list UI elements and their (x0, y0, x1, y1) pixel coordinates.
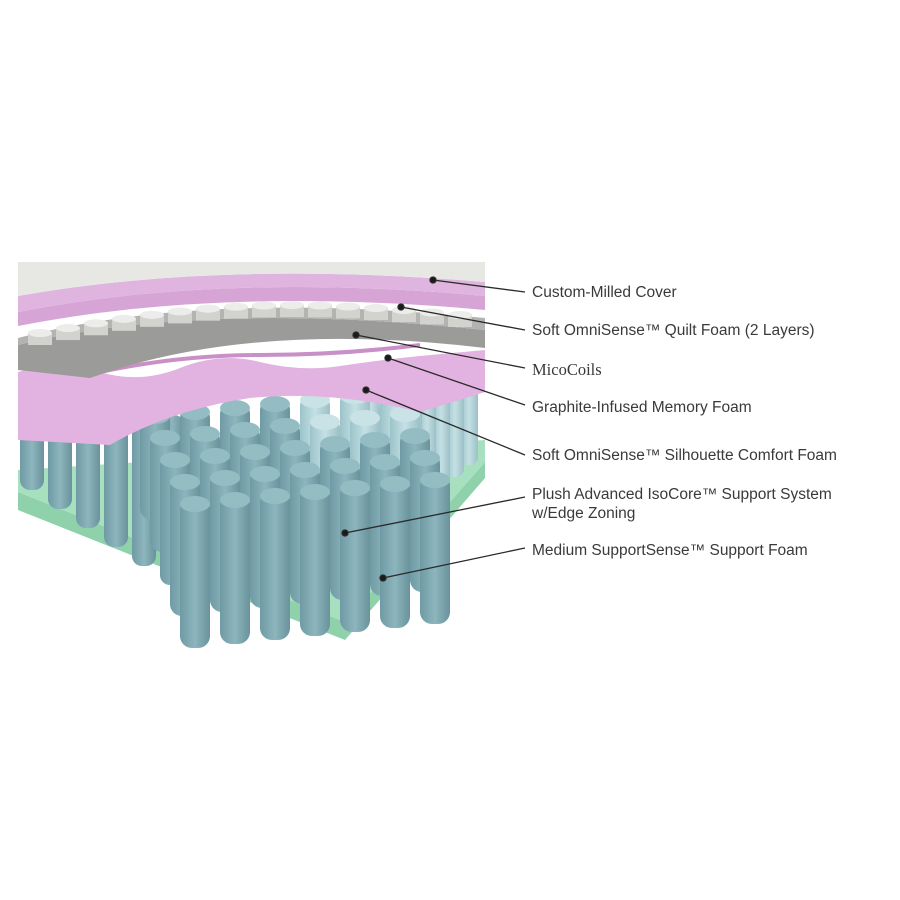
support-coil-top (190, 426, 220, 442)
support-coil (340, 482, 370, 632)
support-coil-top (280, 440, 310, 456)
comfort-foam-layer (18, 350, 485, 445)
micro-coil-top (308, 301, 332, 310)
label-quilt-foam: Soft OmniSense™ Quilt Foam (2 Layers) (532, 322, 815, 339)
support-coil (420, 474, 450, 624)
micro-coil-top (224, 302, 248, 311)
support-coil-top (290, 462, 320, 478)
support-coil-top (320, 436, 350, 452)
label-micro-coils: MicoCoils (532, 360, 602, 379)
support-coil-top (340, 480, 370, 496)
support-coil-top (360, 432, 390, 448)
support-coil-top (260, 488, 290, 504)
support-coil-top (380, 476, 410, 492)
micro-coil-top (280, 301, 304, 310)
support-coil-top (160, 452, 190, 468)
memory-foam-layer (18, 318, 485, 378)
support-coil-top (220, 492, 250, 508)
support-coil (260, 490, 290, 640)
label-support-foam: Medium SupportSense™ Support Foam (532, 542, 808, 559)
label-memory-foam: Graphite-Infused Memory Foam (532, 399, 752, 416)
support-coil-top (230, 422, 260, 438)
quilt-foam-layer-2 (18, 287, 485, 326)
label-support-system: Plush Advanced IsoCore™ Support System (532, 486, 832, 503)
support-coil-top (150, 430, 180, 446)
support-coil (300, 486, 330, 636)
support-coil-top (330, 458, 360, 474)
label-cover: Custom-Milled Cover (532, 284, 677, 301)
support-coil-top (200, 448, 230, 464)
micro-coil-top (336, 302, 360, 311)
support-coil-top (400, 428, 430, 444)
quilt-foam-layer-1 (18, 273, 485, 312)
support-coil-top (250, 466, 280, 482)
support-coil (180, 498, 210, 648)
micro-coil-top (112, 314, 136, 323)
micro-coil-top (196, 304, 220, 313)
leader-lines (341, 276, 526, 582)
support-coil-top (260, 396, 290, 412)
micro-coils (28, 301, 472, 345)
support-coil-top (270, 418, 300, 434)
support-coil-top (410, 450, 440, 466)
support-coil (220, 494, 250, 644)
micro-coil-top (364, 304, 388, 313)
support-coil-top (370, 454, 400, 470)
support-coil-top (240, 444, 270, 460)
micro-coil-top (252, 301, 276, 310)
support-coil-top (300, 484, 330, 500)
micro-coil-top (28, 329, 52, 337)
support-coil-top (170, 474, 200, 490)
support-coil-top (210, 470, 240, 486)
label-edge-zoning: w/Edge Zoning (532, 505, 636, 522)
micro-coil-top (140, 310, 164, 319)
support-coil-top (310, 414, 340, 430)
support-coil (380, 478, 410, 628)
micro-coil-top (84, 319, 108, 328)
comfort-foam-shadow (99, 343, 421, 374)
micro-coil-top (56, 324, 80, 333)
cover-layer (18, 262, 485, 296)
support-coil-top (180, 496, 210, 512)
support-coil-top (420, 472, 450, 488)
micro-coil-top (168, 307, 192, 316)
support-coil-top (220, 400, 250, 416)
support-coil-top (350, 410, 380, 426)
label-comfort-foam: Soft OmniSense™ Silhouette Comfort Foam (532, 447, 837, 464)
